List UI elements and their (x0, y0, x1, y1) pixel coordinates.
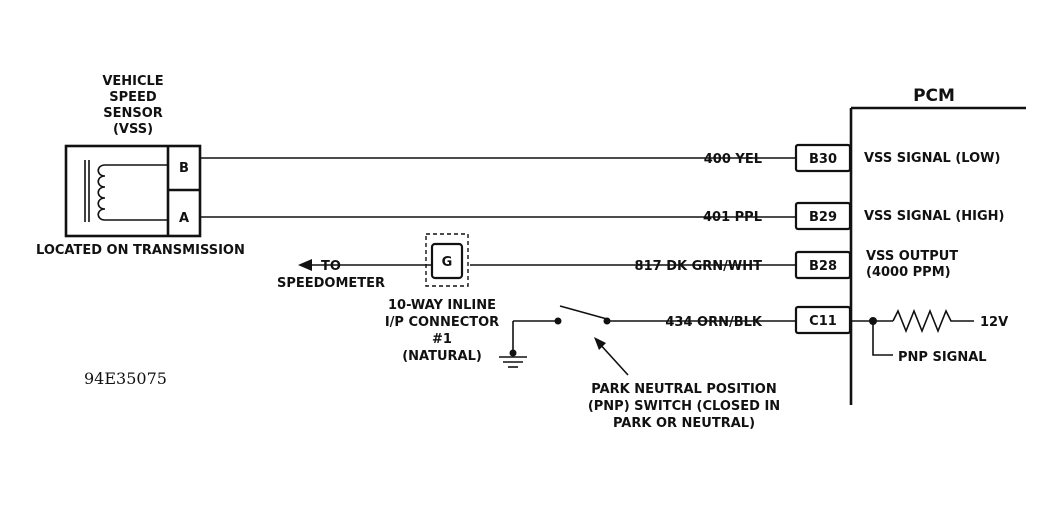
resistor-icon (892, 308, 974, 334)
sensor-title-2: SPEED (109, 90, 157, 105)
pin-box-b29 (794, 201, 852, 231)
arrow-to-speedometer-icon (298, 259, 312, 271)
pin-box-c11 (794, 305, 852, 335)
pnp-signal-leader (872, 321, 893, 356)
wire-label-434: 434 ORN/BLK (665, 315, 763, 330)
pnp-switch-label-2: (PNP) SWITCH (CLOSED IN (588, 399, 780, 414)
pin-box-b30 (794, 143, 852, 173)
speedometer-label: SPEEDOMETER (277, 276, 385, 291)
connector-label-4: (NATURAL) (402, 349, 482, 364)
pnp-switch-label-3: PARK OR NEUTRAL) (613, 416, 755, 431)
connector-pin-box (430, 242, 464, 280)
pcm-signal-vss-high: VSS SIGNAL (HIGH) (864, 209, 1005, 224)
pcm-pin-b28: B28 (809, 259, 837, 274)
pin-box-b28 (794, 250, 852, 280)
pcm-pin-b29: B29 (809, 210, 837, 225)
connector-dashed-outline (425, 233, 469, 287)
pcm-signal-vss-low: VSS SIGNAL (LOW) (864, 151, 1000, 166)
pcm-title: PCM (913, 86, 955, 106)
pcm-pin-c11: C11 (809, 314, 837, 329)
figure-code: 94E35075 (84, 369, 167, 388)
ground-icon (499, 349, 527, 368)
wire-label-400-yel: 400 YEL (704, 152, 762, 167)
pnp-signal-label: PNP SIGNAL (898, 350, 987, 365)
sensor-location: LOCATED ON TRANSMISSION (36, 243, 245, 258)
pnp-switch (512, 305, 611, 353)
sensor-pin-b: B (179, 161, 189, 176)
connector-pin-g: G (442, 255, 453, 270)
pcm-signal-vss-output: VSS OUTPUT (866, 249, 958, 264)
connector-label-2: I/P CONNECTOR (385, 315, 499, 330)
wire-label-401-ppl: 401 PPL (703, 210, 762, 225)
sensor-pin-a: A (179, 211, 189, 226)
connector-label-1: 10-WAY INLINE (388, 298, 496, 313)
sensor-body (64, 144, 202, 238)
pcm-pin-b30: B30 (809, 152, 837, 167)
sensor-title-3: SENSOR (103, 106, 163, 121)
wire-label-817: 817 DK GRN/WHT (635, 259, 763, 274)
supply-voltage: 12V (980, 315, 1008, 330)
sensor-title-1: VEHICLE (102, 74, 163, 89)
to-label: TO (321, 259, 341, 274)
connector-label-3: #1 (432, 332, 452, 347)
pnp-pointer-line (597, 341, 629, 376)
pnp-switch-label-1: PARK NEUTRAL POSITION (591, 382, 777, 397)
pnp-pointer-arrow-icon (594, 337, 606, 350)
pcm-signal-4000-ppm: (4000 PPM) (866, 265, 951, 280)
sensor-title-4: (VSS) (113, 122, 153, 137)
